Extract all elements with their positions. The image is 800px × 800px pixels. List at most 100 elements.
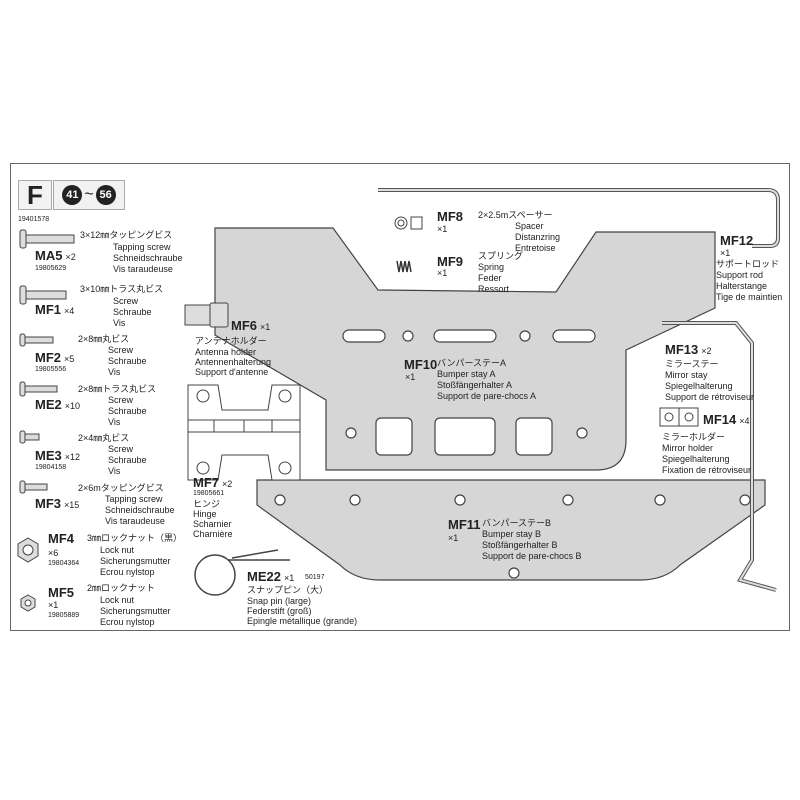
part-mf10-qty: ×1 — [405, 372, 416, 382]
part-mf9-en: Spring — [478, 262, 505, 272]
spring-drawing — [396, 260, 412, 273]
part-mf7-de: Scharnier — [193, 519, 232, 529]
step-separator: ~ — [84, 186, 94, 203]
step-to: 56 — [95, 185, 116, 205]
part-mf7-jp: ヒンジ — [193, 499, 221, 509]
part-mf13-en: Mirror stay — [665, 370, 708, 380]
part-mf7-number: 19805661 — [193, 490, 225, 497]
part-mf4-jp: 3㎜ロックナット（黒） — [87, 533, 183, 543]
part-mf9-fr: Ressort — [478, 284, 510, 294]
part-me22-en: Snap pin (large) — [247, 596, 312, 606]
part-me22-jp: スナップピン（大） — [247, 585, 329, 595]
part-mf4-code: MF4 — [48, 531, 74, 546]
part-mf2-de: Schraube — [108, 356, 147, 366]
part-ma5-number: 19805629 — [35, 265, 67, 272]
part-mf6-jp: アンテナホルダー — [195, 336, 267, 346]
part-mf4-qty: ×6 — [48, 548, 59, 558]
part-mf2-code: MF2×5 — [35, 350, 75, 365]
part-me3-number: 19804158 — [35, 464, 67, 471]
part-mf8-qty: ×1 — [437, 224, 448, 234]
part-mf1-fr: Vis — [113, 318, 126, 328]
part-mf4-fr: Ecrou nylstop — [100, 567, 155, 577]
part-mf14-jp: ミラーホルダー — [662, 432, 726, 442]
part-mf8-fr: Entretoise — [515, 243, 556, 253]
part-mf10-jp: バンパーステーA — [437, 358, 507, 368]
part-mf3-code: MF3×15 — [35, 496, 80, 511]
part-mf12-qty: ×1 — [720, 248, 731, 258]
part-mf11-en: Bumper stay B — [482, 529, 542, 539]
part-mf5-code: MF5 — [48, 585, 74, 600]
part-me3-de: Schraube — [108, 455, 147, 465]
part-mf4-de: Sicherungsmutter — [100, 556, 171, 566]
part-mf5-number: 19805889 — [48, 612, 80, 619]
part-mf13-fr: Support de rétroviseur — [665, 392, 755, 402]
part-mf1-jp: 3×10㎜トラス丸ビス — [80, 284, 164, 294]
part-me2-fr: Vis — [108, 417, 121, 427]
part-me3-jp: 2×4㎜丸ビス — [78, 433, 130, 443]
part-mf14-fr: Fixation de rétroviseur — [662, 465, 752, 475]
part-mf13-jp: ミラーステー — [665, 359, 719, 369]
part-mf3-de: Schneidschraube — [105, 505, 175, 515]
part-mf12-en: Support rod — [716, 270, 764, 280]
step-range: 41 ~ 56 — [53, 180, 125, 210]
part-mf1-code: MF1×4 — [35, 302, 75, 317]
part-ma5-en: Tapping screw — [113, 242, 171, 252]
part-me3-fr: Vis — [108, 466, 121, 476]
section-letter: F — [18, 180, 52, 210]
part-ma5-jp: 3×12㎜タッピングビス — [80, 230, 173, 240]
part-ma5-de: Schneidschraube — [113, 253, 183, 263]
part-mf3-jp: 2×6mタッピングビス — [78, 483, 164, 493]
part-mf5-qty: ×1 — [48, 600, 59, 610]
step-from: 41 — [62, 185, 83, 205]
part-mf9-jp: スプリング — [478, 251, 524, 261]
part-mf4-en: Lock nut — [100, 545, 135, 555]
part-ma5-code: MA5×2 — [35, 248, 76, 263]
part-mf2-number: 19805556 — [35, 366, 67, 373]
part-mf7-en: Hinge — [193, 509, 217, 519]
part-me2-en: Screw — [108, 395, 134, 405]
screw-drawings — [19, 229, 229, 494]
part-mf9-code: MF9 — [437, 254, 463, 269]
part-mf2-en: Screw — [108, 345, 134, 355]
bumper-stay-b-drawing — [256, 479, 766, 581]
part-mf12-code: MF12 — [720, 233, 754, 248]
part-mf1-de: Schraube — [113, 307, 152, 317]
part-mf10-code: MF10 — [404, 357, 438, 372]
part-mf12-de: Halterstange — [716, 281, 768, 291]
part-mf13-de: Spiegelhalterung — [665, 381, 733, 391]
part-mf11-fr: Support de pare-chocs B — [482, 551, 582, 561]
bumper-stay-a-drawing — [214, 227, 716, 471]
part-mf5-fr: Ecrou nylstop — [100, 617, 155, 627]
snap-pin-drawing — [194, 549, 290, 596]
part-mf11-jp: バンパーステーB — [482, 518, 552, 528]
part-mf8-jp: 2×2.5mスペーサー — [478, 210, 553, 220]
part-mf2-jp: 2×8㎜丸ビス — [78, 334, 130, 344]
hinge-drawing — [187, 384, 301, 481]
parts-sheet-frame — [10, 163, 790, 631]
bag-number: 19401578 — [18, 216, 50, 223]
part-me22-number: 50197 — [305, 574, 325, 581]
part-mf9-qty: ×1 — [437, 268, 448, 278]
part-mf3-en: Tapping screw — [105, 494, 163, 504]
part-mf6-code: MF6×1 — [231, 318, 271, 333]
part-ma5-fr: Vis taraudeuse — [113, 264, 173, 274]
part-me2-jp: 2×8㎜トラス丸ビス — [78, 384, 157, 394]
part-mf3-fr: Vis taraudeuse — [105, 516, 165, 526]
part-mf10-fr: Support de pare-chocs A — [437, 391, 537, 401]
part-mf6-en: Antenna holder — [195, 347, 257, 357]
part-mf14-code: MF14×4 — [703, 412, 750, 427]
part-me3-en: Screw — [108, 444, 134, 454]
part-mf8-en: Spacer — [515, 221, 544, 231]
part-mf12-jp: サポートロッド — [716, 259, 780, 269]
part-mf11-code: MF11 — [448, 517, 481, 532]
part-mf11-de: Stoßfängerhalter B — [482, 540, 558, 550]
part-mf5-en: Lock nut — [100, 595, 135, 605]
part-mf1-en: Screw — [113, 296, 139, 306]
part-mf14-de: Spiegelhalterung — [662, 454, 730, 464]
part-mf5-jp: 2㎜ロックナット — [87, 583, 156, 593]
spacer-drawing — [394, 216, 423, 230]
part-me22-code: ME22×1 — [247, 569, 295, 584]
part-me3-code: ME3×12 — [35, 448, 81, 463]
part-me2-de: Schraube — [108, 406, 147, 416]
